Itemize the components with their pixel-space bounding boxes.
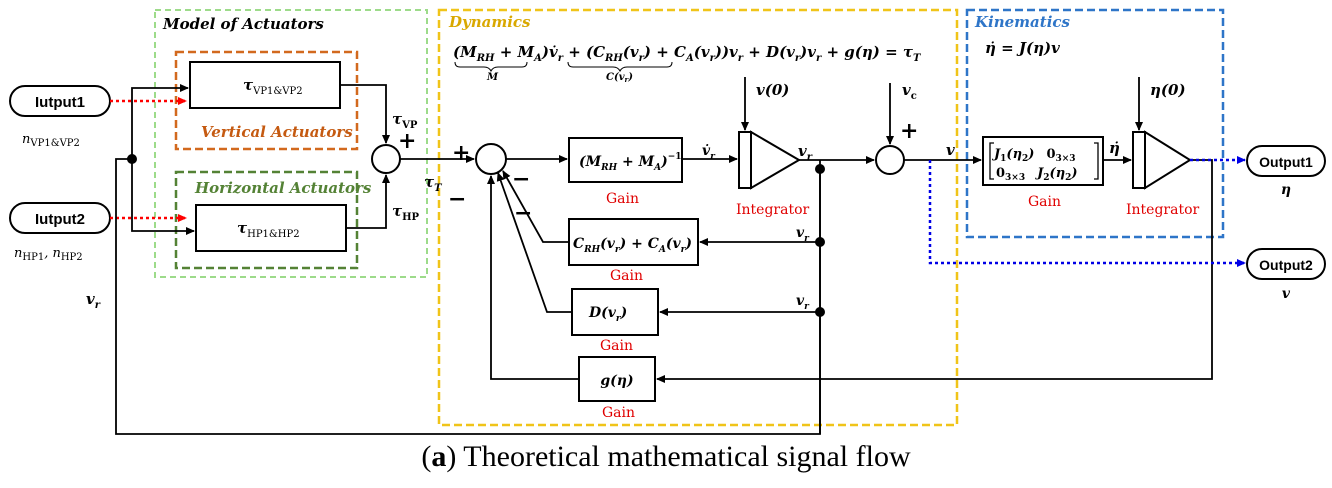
eta-feedback-loop	[656, 159, 1213, 383]
integrator2-triangle[interactable]	[1144, 130, 1192, 190]
vp-actuator-label: τVP1&VP2	[243, 76, 303, 97]
damping-label: D(vr)	[588, 305, 627, 324]
tau-hp-label: τHP	[392, 202, 420, 223]
coriolis-underbrace	[567, 61, 673, 73]
coriolis-brace-label: C(vr)	[606, 72, 633, 84]
tau-t-label: τT	[424, 173, 443, 194]
caption-prefix: (	[421, 440, 432, 473]
input2-signal-name: nHP1, nHP2	[14, 246, 83, 263]
mass-inverse-gain-label: Gain	[606, 191, 639, 207]
tau-vp-wire	[340, 84, 390, 144]
dynamics-group-frame	[437, 8, 959, 427]
integrator1-triangle[interactable]	[750, 130, 801, 190]
hp-actuator-block[interactable]	[195, 204, 347, 252]
mass-underbrace	[454, 61, 528, 73]
dyn-sum-minus-sign-1: −	[512, 166, 530, 192]
v-label: v	[946, 141, 955, 159]
coriolis-gain-label: Gain	[610, 268, 643, 284]
vr-to-hp-block	[131, 159, 195, 235]
damping-to-sum-wire	[496, 172, 572, 313]
input2-label: Iutput2	[35, 211, 85, 228]
vr-feedback-loop	[115, 158, 821, 435]
output1-symbol: η	[1281, 182, 1291, 198]
mass-inverse-gain-block[interactable]	[568, 137, 683, 183]
kinematics-equation: η̇ = J(η)v	[985, 39, 1060, 57]
vertical-actuators-title: Vertical Actuators	[201, 123, 353, 141]
integrator1-bar	[738, 131, 752, 189]
dynamics-group-title: Dynamics	[448, 13, 531, 31]
coriolis-to-sum-wire	[502, 170, 569, 243]
vc-sum-plus-sign: +	[900, 118, 918, 144]
vr-damping-label: vr	[796, 293, 810, 312]
actuator-sum-junction	[371, 144, 401, 174]
eta-dot-label: η̇	[1109, 139, 1120, 157]
vr-output-label: vr	[798, 142, 813, 163]
mass-inverse-label: (MRH + MA)−1	[579, 152, 682, 173]
sum-actuators-plus-sign: +	[398, 128, 416, 154]
coriolis-gain-block[interactable]	[568, 218, 699, 266]
output1-label: Output1	[1259, 154, 1313, 170]
hp-actuator-label: τHP1&HP2	[237, 219, 300, 240]
output2-terminal[interactable]	[1246, 248, 1326, 280]
integrator1-label: Integrator	[736, 202, 810, 218]
damping-gain-block[interactable]	[571, 288, 659, 336]
vr-feedback-label: vr	[86, 290, 101, 311]
jacobian-right-bracket	[1094, 142, 1099, 180]
dyn-sum-minus-sign-3: −	[448, 186, 466, 212]
integrator2-bar	[1132, 131, 1146, 189]
output2-label: Output2	[1259, 257, 1313, 273]
dyn-sum-plus-sign: +	[452, 140, 470, 166]
actuators-group-frame	[154, 9, 428, 278]
jacobian-gain-block[interactable]	[982, 136, 1104, 186]
eta0-label: η(0)	[1150, 81, 1186, 99]
dyn-sum-minus-sign-2: −	[514, 200, 532, 226]
damping-gain-label: Gain	[600, 338, 633, 354]
dynamics-sum-junction	[475, 143, 507, 175]
vr-to-vp-block	[131, 84, 189, 159]
figure-caption: (a) Theoretical mathematical signal flow	[0, 440, 1332, 474]
caption-text: ) Theoretical mathematical signal flow	[446, 440, 911, 473]
input1-label: Iutput1	[35, 94, 85, 111]
jacobian-row1: J1(η2)03×3	[991, 147, 1076, 164]
vr-coriolis-label: vr	[796, 225, 810, 244]
actuators-group-title: Model of Actuators	[162, 15, 324, 33]
kinematics-group-title: Kinematics	[974, 13, 1071, 31]
caption-letter: a	[431, 440, 447, 473]
horizontal-actuators-frame	[174, 170, 359, 270]
output2-link	[928, 160, 1246, 267]
tau-vp-label: τVP	[392, 110, 418, 131]
jacobian-gain-label: Gain	[1028, 194, 1061, 210]
v0-label: v(0)	[756, 81, 789, 99]
tau-hp-wire	[346, 174, 390, 229]
restoring-to-sum-wire	[487, 175, 579, 380]
dynamics-equation: (MRH + MA)v̇r + (CRH(vr) + CA(vr))vr + D…	[453, 43, 922, 64]
coriolis-label: CRH(vr) + CA(vr)	[573, 236, 692, 255]
current-sum-junction	[875, 145, 905, 175]
output1-terminal[interactable]	[1246, 145, 1326, 177]
input1-signal-name: nVP1&VP2	[22, 132, 80, 149]
horizontal-actuators-title: Horizontal Actuators	[194, 179, 372, 197]
jacobian-left-bracket	[989, 142, 994, 180]
integrator2-label: Integrator	[1126, 202, 1200, 218]
restoring-gain-label: Gain	[602, 405, 635, 421]
output2-symbol: v	[1282, 286, 1291, 302]
vp-actuator-block[interactable]	[189, 61, 341, 109]
vr-dot-label: v̇r	[702, 142, 716, 162]
mass-brace-label: M	[486, 72, 499, 83]
kinematics-group-frame	[965, 8, 1225, 239]
vc-label: vc	[902, 81, 917, 102]
restoring-label: g(η)	[600, 373, 633, 389]
